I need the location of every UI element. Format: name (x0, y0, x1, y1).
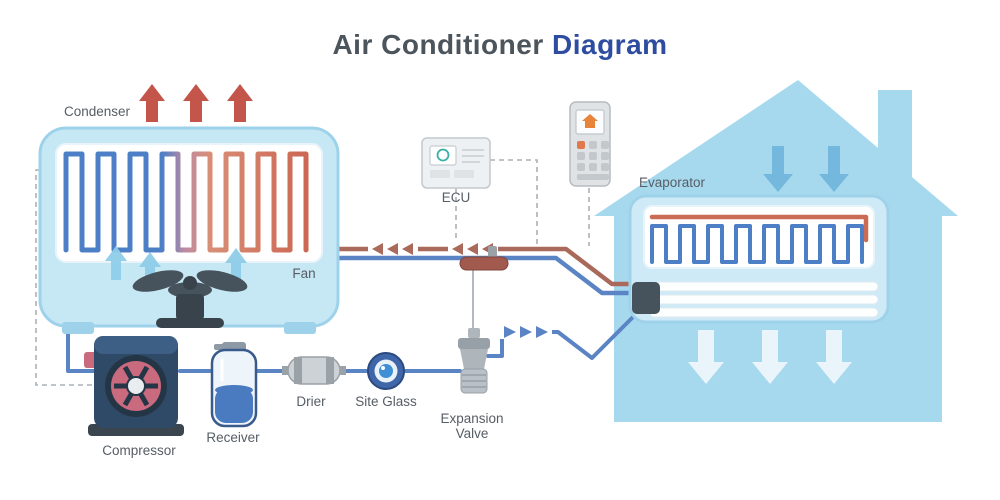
refresh-icon (436, 148, 450, 162)
valve-stem (468, 328, 480, 338)
fan-label: Fan (292, 266, 315, 281)
condenser-foot (62, 322, 94, 334)
fan-motor (176, 294, 204, 320)
site-glass-shine (381, 366, 385, 370)
compressor-unit (84, 336, 184, 436)
ecu-label: ECU (442, 190, 471, 205)
fan-blade (196, 270, 248, 292)
receiver-label: Receiver (206, 430, 260, 445)
expansion-valve-label-line2: Valve (456, 426, 489, 441)
ecu-box (421, 137, 491, 189)
ecu-slot (430, 170, 450, 178)
refrigerant-pipes (66, 242, 645, 373)
evaporator-hot-rail (649, 214, 869, 243)
evaporator-unit (628, 194, 890, 324)
airflow-down-arrow (688, 330, 724, 384)
evaporator-label: Evaporator (639, 175, 706, 190)
cold-flow-arrows-right (504, 326, 548, 338)
remote-buttons (577, 141, 609, 180)
expansion-valve-label-line1: Expansion (440, 411, 503, 426)
fan-blade (132, 270, 184, 292)
title-blue: Diagram (552, 29, 668, 60)
airflow-down-arrow (816, 330, 852, 384)
site-glass (367, 352, 405, 390)
drier-band (294, 357, 302, 384)
compressor-hub (126, 376, 146, 396)
page-title: Air Conditioner Diagram (332, 29, 667, 60)
receiver-tank (210, 342, 258, 428)
condenser-coil (63, 151, 309, 253)
ecu-slot (454, 170, 474, 178)
ecu-vents (462, 149, 484, 163)
evaporator-connector (632, 282, 660, 314)
evaporator-coil (650, 224, 864, 264)
evaporator-panel (643, 205, 875, 269)
airflow-down-arrow (752, 330, 788, 384)
drier-nipple (338, 366, 346, 375)
home-icon (582, 114, 598, 128)
site-glass-lens (379, 364, 393, 378)
receiver-liquid-surface (215, 385, 253, 395)
condenser-fan (132, 270, 248, 328)
suction-pipe (333, 255, 645, 296)
drier-label: Drier (296, 394, 326, 409)
expansion-valve (458, 328, 490, 394)
receiver-nub (214, 344, 224, 350)
receiver-liquid (215, 388, 253, 423)
valve-ribs (462, 374, 486, 388)
fan-base (156, 318, 224, 328)
drier-filter (282, 356, 346, 385)
fan-hub (183, 276, 197, 290)
cold-air-down-arrow (763, 146, 793, 192)
labels: Air Conditioner Diagram Condenser Fan EC… (64, 29, 706, 458)
valve-cap (458, 338, 490, 349)
condenser-label: Condenser (64, 104, 131, 119)
drier-nipple (282, 366, 290, 375)
condenser-unit (38, 84, 340, 334)
remote-control (569, 101, 611, 187)
cool-air-up-arrows (105, 246, 247, 286)
sensing-bulb (459, 256, 509, 271)
drier-band (326, 357, 334, 384)
compressor-label: Compressor (102, 443, 176, 458)
title-gray: Air Conditioner (332, 29, 552, 60)
valve-body (460, 349, 488, 369)
evaporator-louvers (649, 281, 879, 318)
condenser-foot (284, 322, 316, 334)
dashed-line-ecu-right (490, 159, 538, 246)
dashed-line-left-loop (35, 169, 94, 386)
hot-flow-arrows-left (372, 243, 493, 255)
cold-air-down-arrow (819, 146, 849, 192)
hot-exhaust-arrows (139, 84, 253, 122)
site-glass-label: Site Glass (355, 394, 417, 409)
control-wiring (35, 159, 590, 386)
liquid-pipe-condenser-compressor (66, 324, 98, 373)
compressor-top-band (94, 336, 178, 354)
ecu-screen (429, 145, 457, 166)
